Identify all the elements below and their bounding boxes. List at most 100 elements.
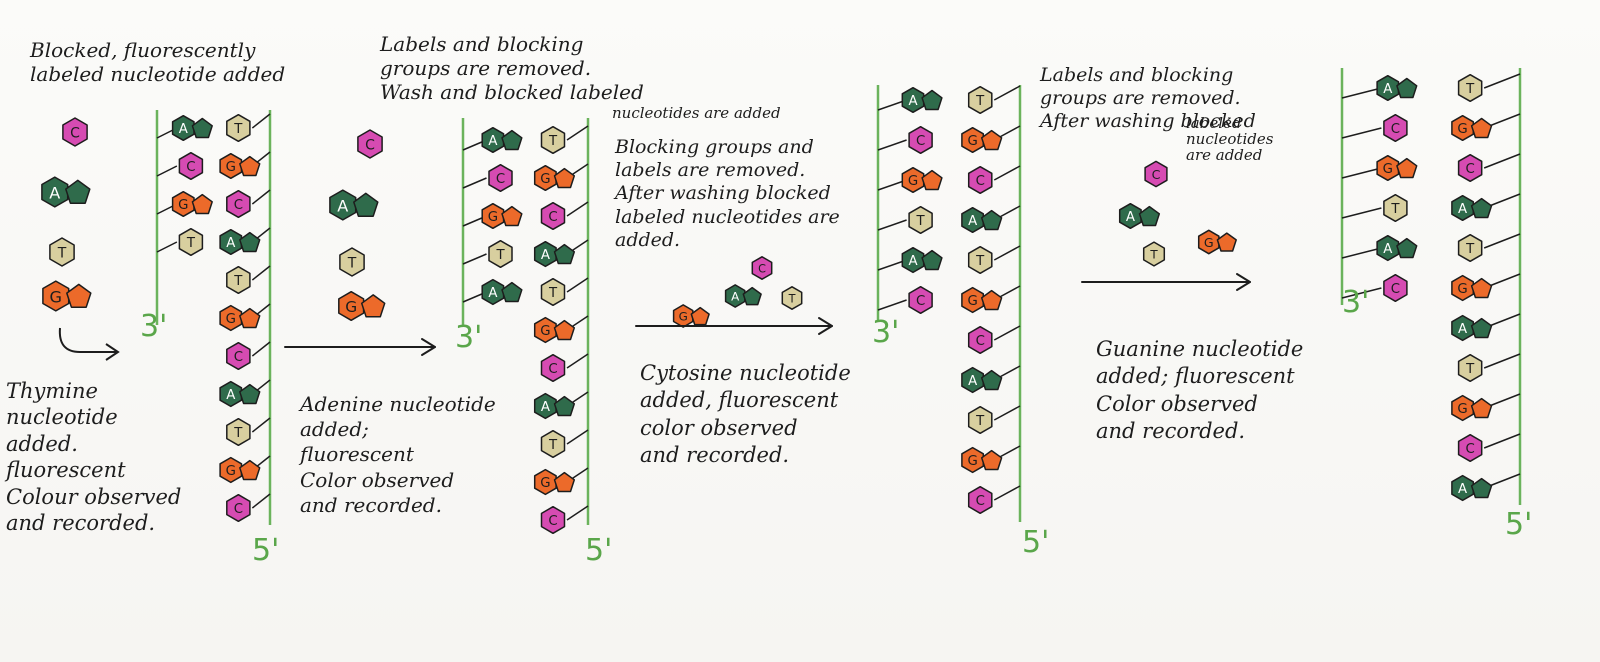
svg-text:A: A (968, 374, 977, 389)
svg-text:G: G (178, 198, 188, 213)
strand-2-new-cytosine: C (488, 163, 513, 193)
strand-1-new-thymine: T (178, 227, 204, 257)
svg-text:C: C (365, 138, 375, 154)
strand-3-new-cytosine: C (908, 125, 933, 155)
svg-text:A: A (731, 290, 740, 304)
binding-arrow-1-head (105, 343, 120, 361)
svg-text:A: A (226, 388, 235, 403)
svg-text:G: G (540, 324, 550, 339)
svg-text:T: T (975, 94, 985, 109)
strand-1-template-thymine: T (226, 417, 251, 447)
strand-3-template-thymine: T (967, 245, 993, 275)
svg-text:C: C (916, 294, 925, 309)
strand-2-template-link (566, 125, 589, 141)
strand-2-template-thymine: T (540, 125, 566, 155)
panel2-bottom-note: Adenine nucleotide added; fluorescent Co… (300, 392, 496, 517)
svg-text:A: A (49, 183, 60, 202)
panel1-bottom-note: Thymine nucleotide added. fluorescent Co… (6, 379, 182, 536)
panel4-bottom-note: Guanine nucleotide added; fluorescent Co… (1096, 337, 1304, 443)
strand-4-new-guanine: G (1376, 154, 1418, 182)
strand-4-template-adenine: A (1451, 194, 1493, 222)
strand-2-new-adenine: A (481, 126, 523, 154)
strand-2-template-link (566, 201, 589, 217)
strand-1-template-guanine: G (219, 152, 261, 180)
strand-3-new-link (877, 139, 907, 151)
svg-text:C: C (976, 174, 985, 189)
strand1-three-prime-label: 3' (140, 309, 168, 344)
svg-text:A: A (226, 236, 235, 251)
panel3-top-note: Blocking groups and labels are removed. … (615, 136, 840, 251)
strand-2-template-adenine: A (533, 240, 576, 268)
strand-4-new-thymine: T (1383, 193, 1408, 223)
strand-3-template-link (993, 245, 1021, 261)
strand-3-template-link (993, 165, 1021, 181)
strand-3-template-cytosine: C (967, 325, 993, 355)
strand-3-new-guanine: G (901, 166, 943, 194)
panel1-top-note: Blocked, fluorescently labeled nucleotid… (30, 38, 286, 86)
strand-3-template-adenine: A (961, 366, 1003, 394)
strand-2-template-link (566, 505, 589, 521)
strand-3-new-cytosine: C (908, 285, 933, 315)
free-set-2-adenine: A (329, 189, 379, 221)
strand-1-template-link (251, 417, 271, 433)
strand3-three-prime-label: 3' (872, 315, 900, 350)
strand-4-new-cytosine: C (1383, 113, 1408, 143)
panel2-top-note: Labels and blocking groups are removed. … (380, 32, 644, 104)
process-arrow-1 (284, 338, 436, 356)
svg-text:G: G (226, 464, 236, 479)
svg-text:G: G (679, 310, 688, 324)
svg-text:T: T (233, 122, 243, 137)
free-set-3-adenine: A (724, 284, 762, 308)
svg-text:A: A (1383, 242, 1392, 257)
strand2-five-prime-label: 5' (585, 533, 613, 568)
process-arrow-3 (1081, 273, 1251, 291)
svg-text:C: C (976, 334, 985, 349)
svg-text:C: C (70, 126, 80, 142)
strand-2-template-cytosine: C (540, 201, 566, 231)
svg-text:T: T (1465, 362, 1475, 377)
strand-2-new-link (462, 253, 487, 265)
strand-1-template-cytosine: C (226, 341, 251, 371)
strand-4-template-link (1483, 153, 1521, 169)
strand-3-template-guanine: G (961, 126, 1003, 154)
svg-text:C: C (916, 134, 925, 149)
svg-text:A: A (908, 254, 917, 269)
svg-text:G: G (540, 172, 550, 187)
strand-2-template-guanine: G (533, 316, 576, 344)
svg-text:C: C (496, 172, 505, 187)
svg-text:C: C (548, 514, 557, 529)
svg-text:C: C (1152, 167, 1161, 182)
strand-2-template-guanine: G (533, 468, 576, 496)
svg-text:C: C (758, 262, 766, 275)
svg-text:C: C (234, 350, 243, 365)
svg-text:T: T (1390, 202, 1400, 217)
strand4-three-prime-label: 3' (1342, 285, 1370, 320)
strand-3-template-cytosine: C (967, 165, 993, 195)
strand-3-new-adenine: A (901, 86, 943, 114)
svg-text:G: G (1457, 122, 1467, 137)
strand-1-template-cytosine: C (226, 189, 251, 219)
svg-text:A: A (1383, 82, 1392, 97)
free-set-2-guanine: G (338, 290, 386, 322)
strand-3-template-cytosine: C (967, 485, 993, 515)
strand-2-new-guanine: G (481, 202, 523, 230)
svg-text:T: T (975, 414, 985, 429)
strand-4-template-link (1483, 433, 1521, 449)
strand-2-template-thymine: T (540, 277, 566, 307)
strand-4-new-link (1341, 247, 1382, 259)
strand-4-template-link (1483, 233, 1521, 249)
svg-text:A: A (541, 248, 550, 263)
strand-4-template-adenine: A (1451, 474, 1493, 502)
svg-text:A: A (179, 122, 188, 137)
strand-2-template-adenine: A (533, 392, 576, 420)
svg-text:T: T (975, 254, 985, 269)
strand-4-template-guanine: G (1451, 114, 1493, 142)
strand-3-template-guanine: G (961, 286, 1003, 314)
strand-1-template-thymine: T (226, 113, 251, 143)
strand-2-new-adenine: A (481, 278, 523, 306)
strand-1-new-cytosine: C (178, 151, 204, 181)
